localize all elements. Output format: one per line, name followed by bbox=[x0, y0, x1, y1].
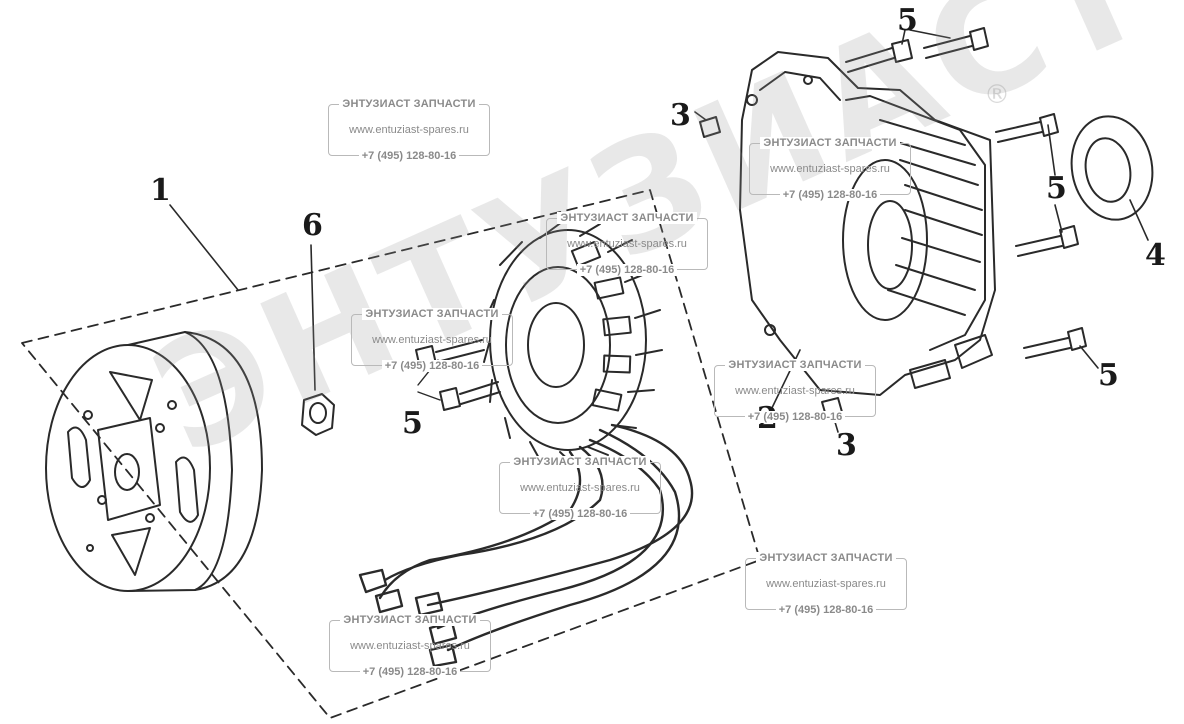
watermark-title: ЭНТУЗИАСТ ЗАПЧАСТИ bbox=[756, 552, 896, 564]
watermark-title: ЭНТУЗИАСТ ЗАПЧАСТИ bbox=[760, 137, 900, 149]
watermark-title: ЭНТУЗИАСТ ЗАПЧАСТИ bbox=[510, 456, 650, 468]
watermark-site: www.entuziast-spares.ru bbox=[770, 163, 890, 175]
assembly-outline bbox=[21, 189, 761, 719]
callout-1: 1 bbox=[150, 173, 171, 208]
stator-wires bbox=[358, 423, 694, 668]
watermark-title: ЭНТУЗИАСТ ЗАПЧАСТИ bbox=[557, 212, 697, 224]
contact-watermark: ЭНТУЗИАСТ ЗАПЧАСТИ www.entuziast-spares.… bbox=[329, 614, 491, 678]
watermark-phone: +7 (495) 128-80-16 bbox=[744, 411, 846, 423]
callout-5-right: 5 bbox=[1046, 171, 1067, 206]
callout-3-lower: 3 bbox=[836, 428, 857, 463]
contact-watermark: ЭНТУЗИАСТ ЗАПЧАСТИ www.entuziast-spares.… bbox=[499, 456, 661, 520]
oil-seal bbox=[1070, 115, 1154, 241]
watermark-site: www.entuziast-spares.ru bbox=[372, 334, 492, 346]
callout-5-lower-right: 5 bbox=[1098, 358, 1119, 393]
crankcase-cover bbox=[739, 51, 996, 396]
watermark-title: ЭНТУЗИАСТ ЗАПЧАСТИ bbox=[362, 308, 502, 320]
contact-watermark: ЭНТУЗИАСТ ЗАПЧАСТИ www.entuziast-spares.… bbox=[749, 137, 911, 201]
flywheel-nut bbox=[301, 244, 335, 436]
watermark-phone: +7 (495) 128-80-16 bbox=[775, 604, 877, 616]
watermark-phone: +7 (495) 128-80-16 bbox=[381, 360, 483, 372]
watermark-title: ЭНТУЗИАСТ ЗАПЧАСТИ bbox=[339, 98, 479, 110]
watermark-site: www.entuziast-spares.ru bbox=[567, 238, 687, 250]
watermark-title: ЭНТУЗИАСТ ЗАПЧАСТИ bbox=[340, 614, 480, 626]
watermark-site: www.entuziast-spares.ru bbox=[520, 482, 640, 494]
contact-watermark: ЭНТУЗИАСТ ЗАПЧАСТИ www.entuziast-spares.… bbox=[714, 359, 876, 423]
contact-watermark: ЭНТУЗИАСТ ЗАПЧАСТИ www.entuziast-spares.… bbox=[351, 308, 513, 372]
watermark-phone: +7 (495) 128-80-16 bbox=[359, 666, 461, 678]
watermark-phone: +7 (495) 128-80-16 bbox=[529, 508, 631, 520]
watermark-site: www.entuziast-spares.ru bbox=[349, 124, 469, 136]
callout-5-stator: 5 bbox=[402, 406, 423, 441]
watermark-phone: +7 (495) 128-80-16 bbox=[358, 150, 460, 162]
callout-4: 4 bbox=[1145, 238, 1166, 273]
contact-watermark: ЭНТУЗИАСТ ЗАПЧАСТИ www.entuziast-spares.… bbox=[745, 552, 907, 616]
contact-watermark: ЭНТУЗИАСТ ЗАПЧАСТИ www.entuziast-spares.… bbox=[546, 212, 708, 276]
watermark-site: www.entuziast-spares.ru bbox=[766, 578, 886, 590]
callout-6: 6 bbox=[302, 208, 323, 243]
flywheel-rotor bbox=[45, 331, 263, 592]
watermark-site: www.entuziast-spares.ru bbox=[735, 385, 855, 397]
callout-3-upper: 3 bbox=[670, 98, 691, 133]
registered-mark: ® bbox=[984, 80, 1010, 110]
callout-5-top: 5 bbox=[897, 3, 918, 38]
watermark-site: www.entuziast-spares.ru bbox=[350, 640, 470, 652]
contact-watermark: ЭНТУЗИАСТ ЗАПЧАСТИ www.entuziast-spares.… bbox=[328, 98, 490, 162]
cover-bolts bbox=[845, 27, 1087, 359]
watermark-title: ЭНТУЗИАСТ ЗАПЧАСТИ bbox=[725, 359, 865, 371]
watermark-phone: +7 (495) 128-80-16 bbox=[779, 189, 881, 201]
watermark-phone: +7 (495) 128-80-16 bbox=[576, 264, 678, 276]
